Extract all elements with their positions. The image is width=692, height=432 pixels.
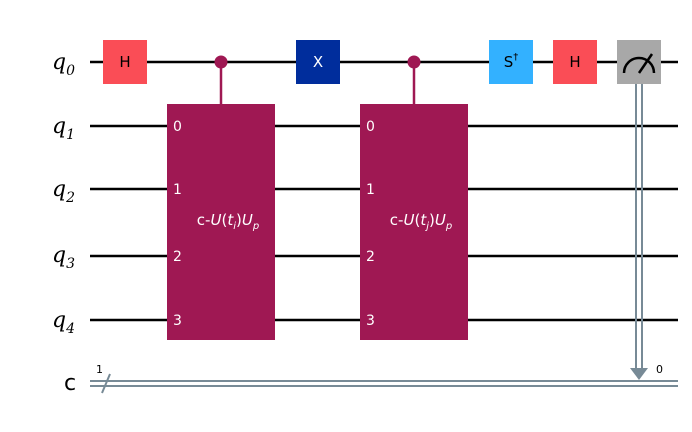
qubit-label-q4: q4	[52, 308, 75, 337]
h-gate-1-box	[103, 40, 147, 84]
classical-register-label: c	[64, 371, 76, 396]
classical-bus-slash	[101, 373, 111, 394]
control-dot-1	[214, 55, 228, 69]
h-gate-2-box	[553, 40, 597, 84]
h-gate-2[interactable]: H	[553, 40, 597, 84]
meter-icon	[622, 53, 656, 74]
controlled-unitary-1[interactable]: 0 1 2 3 c-U(ti)Up	[167, 55, 275, 341]
s-dagger-gate-box	[489, 40, 533, 84]
classical-bit-index: 0	[656, 363, 663, 376]
x-gate-box	[296, 40, 340, 84]
unitary-box-1	[167, 104, 275, 340]
unitary-2-port-2: 2	[366, 249, 375, 265]
x-gate-label: X	[313, 53, 323, 71]
measurement[interactable]	[617, 40, 661, 380]
unitary-2-port-3: 3	[366, 313, 375, 329]
measure-arrow	[630, 368, 648, 380]
s-dagger-gate[interactable]: S†	[489, 40, 533, 84]
measure-box	[617, 40, 661, 84]
unitary-1-port-2: 2	[173, 249, 182, 265]
unitary-1-port-1: 1	[173, 182, 182, 198]
unitary-1-port-3: 3	[173, 313, 182, 329]
unitary-2-port-1: 1	[366, 182, 375, 198]
h-gate-2-label: H	[569, 53, 580, 71]
x-gate[interactable]: X	[296, 40, 340, 84]
qubit-labels: q0 q1 q2 q3 q4 c	[52, 50, 76, 396]
unitary-box-2	[360, 104, 468, 340]
control-dot-2	[407, 55, 421, 69]
classical-register-size: 1	[96, 363, 103, 376]
qubit-label-q1: q1	[52, 114, 75, 143]
qubit-label-q2: q2	[52, 177, 75, 206]
unitary-2-port-0: 0	[366, 119, 375, 135]
qubit-label-q0: q0	[52, 50, 75, 79]
h-gate-1[interactable]: H	[103, 40, 147, 84]
s-dagger-gate-label: S†	[504, 52, 519, 71]
unitary-1-port-0: 0	[173, 119, 182, 135]
classical-wire	[90, 373, 678, 394]
unitary-1-label: c-U(ti)Up	[197, 211, 259, 232]
h-gate-1-label: H	[119, 53, 130, 71]
qubit-label-q3: q3	[52, 243, 75, 272]
controlled-unitary-2[interactable]: 0 1 2 3 c-U(tj)Up	[360, 55, 468, 341]
unitary-2-label: c-U(tj)Up	[390, 211, 452, 232]
